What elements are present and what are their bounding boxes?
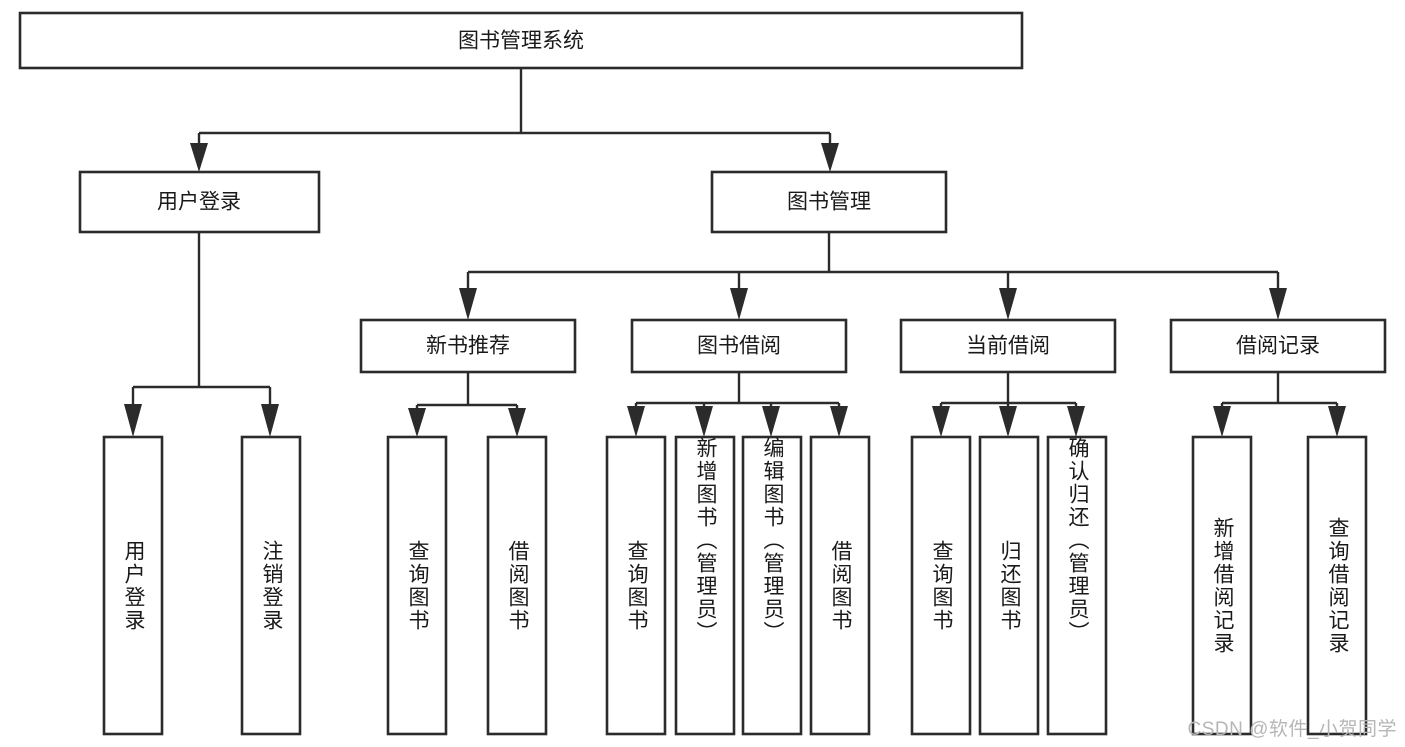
arrowhead-level3-3 bbox=[1269, 288, 1287, 320]
node-user-login[interactable]: 用户登录 bbox=[78, 170, 321, 234]
arrowhead-borrow-record-0 bbox=[1213, 406, 1231, 437]
node-user-login-label: 用户登录 bbox=[157, 191, 241, 214]
arrowhead-book-borrow-1 bbox=[695, 406, 713, 437]
arrowhead-current-borrow-1 bbox=[999, 406, 1017, 437]
node-root-label: 图书管理系统 bbox=[458, 30, 584, 53]
arrowhead-current-borrow-0 bbox=[932, 406, 950, 437]
node-borrow-record[interactable]: 借阅记录 bbox=[1169, 318, 1387, 374]
arrowhead-user-login-1 bbox=[261, 404, 279, 437]
leaf-user-login-1-box[interactable] bbox=[240, 435, 302, 736]
node-borrow-record-label: 借阅记录 bbox=[1236, 335, 1320, 358]
leaf-current-borrow-2-box[interactable] bbox=[1046, 435, 1108, 736]
arrowhead-new-book-0 bbox=[408, 408, 426, 437]
leaf-current-borrow-1-box[interactable] bbox=[978, 435, 1040, 736]
leaf-user-login-0-box[interactable] bbox=[102, 435, 164, 736]
arrowhead-current-borrow-2 bbox=[1067, 406, 1085, 437]
arrowhead-book-borrow-0 bbox=[627, 406, 645, 437]
node-book-management[interactable]: 图书管理 bbox=[710, 170, 948, 234]
node-new-book-recommend-label: 新书推荐 bbox=[426, 335, 510, 358]
node-book-management-box bbox=[710, 170, 948, 234]
arrowhead-level2-1 bbox=[821, 143, 839, 172]
leaf-book-borrow-1-box[interactable] bbox=[674, 435, 736, 736]
node-book-management-label: 图书管理 bbox=[787, 191, 871, 214]
leaf-borrow-record-0-box[interactable] bbox=[1191, 435, 1253, 736]
arrowhead-book-borrow-3 bbox=[830, 406, 848, 437]
node-root-box bbox=[18, 11, 1024, 70]
leaf-book-borrow-2-box[interactable] bbox=[741, 435, 803, 736]
node-borrow-record-box bbox=[1169, 318, 1387, 374]
node-new-book-recommend[interactable]: 新书推荐 bbox=[359, 318, 577, 374]
node-book-borrow[interactable]: 图书借阅 bbox=[630, 318, 848, 374]
arrowhead-level3-0 bbox=[459, 288, 477, 320]
node-current-borrow[interactable]: 当前借阅 bbox=[899, 318, 1117, 374]
leaf-book-borrow-3-box[interactable] bbox=[809, 435, 871, 736]
node-new-book-recommend-box bbox=[359, 318, 577, 374]
arrowhead-level3-2 bbox=[999, 288, 1017, 320]
arrowhead-user-login-0 bbox=[124, 404, 142, 437]
node-book-borrow-label: 图书借阅 bbox=[697, 335, 781, 358]
node-current-borrow-label: 当前借阅 bbox=[966, 335, 1050, 358]
arrowhead-borrow-record-1 bbox=[1328, 406, 1346, 437]
node-book-borrow-box bbox=[630, 318, 848, 374]
leaf-new-book-1-box[interactable] bbox=[486, 435, 548, 736]
csdn-watermark: CSDN @软件_小贺同学 bbox=[1187, 719, 1397, 740]
leaf-current-borrow-0-box[interactable] bbox=[910, 435, 972, 736]
arrowhead-new-book-1 bbox=[508, 408, 526, 437]
node-current-borrow-box bbox=[899, 318, 1117, 374]
leaf-new-book-0-box[interactable] bbox=[386, 435, 448, 736]
arrowhead-level2-0 bbox=[190, 143, 208, 172]
arrowhead-level3-1 bbox=[730, 288, 748, 320]
leaf-book-borrow-0-box[interactable] bbox=[605, 435, 667, 736]
leaf-borrow-record-1-box[interactable] bbox=[1306, 435, 1368, 736]
arrowhead-book-borrow-2 bbox=[762, 406, 780, 437]
node-root[interactable]: 图书管理系统 bbox=[18, 11, 1024, 70]
